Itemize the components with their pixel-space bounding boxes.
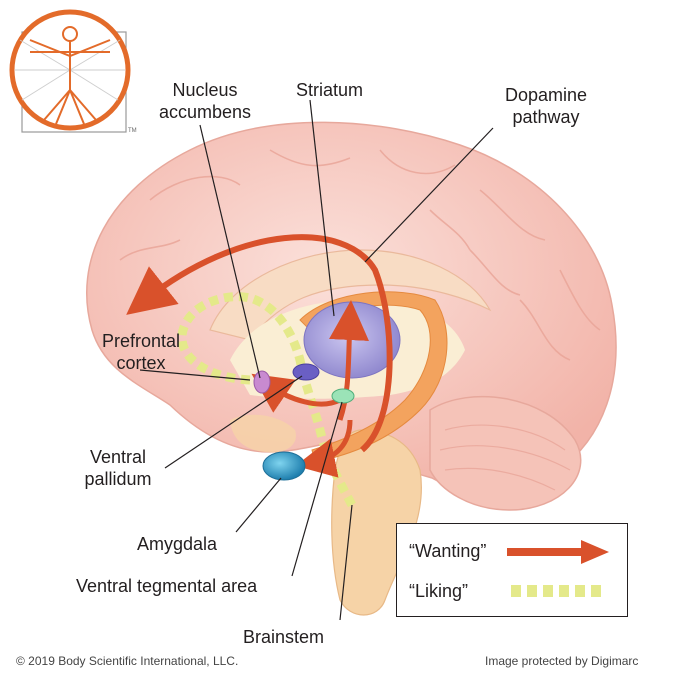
liking-pathway: [177, 292, 356, 508]
legend-wanting-label: “Wanting”: [409, 541, 487, 561]
nucleus-accumbens-shape: [253, 370, 271, 394]
leader-lines: [139, 99, 494, 621]
ventral-tegmental-shape: [331, 388, 355, 404]
label-ventral-tegmental-area: Ventral tegmental area: [76, 576, 258, 596]
label-line: Prefrontal: [101, 331, 181, 351]
cerebellum: [429, 395, 582, 511]
label-striatum: Striatum: [296, 80, 364, 100]
label-line: cortex: [116, 353, 166, 373]
label-line: Dopamine: [504, 85, 588, 105]
label-line: pallidum: [84, 469, 152, 489]
copyright-text: © 2019 Body Scientific International, LL…: [16, 654, 239, 668]
label-ventral-pallidum: Ventral pallidum: [66, 446, 170, 490]
label-prefrontal-cortex: Prefrontal cortex: [88, 330, 194, 374]
label-line: Nucleus: [172, 80, 238, 100]
amygdala-shape: [262, 451, 306, 481]
image-protection-text: Image protected by Digimarc: [485, 654, 639, 668]
vitruvian-figure-icon: [29, 26, 111, 125]
wanting-arrow-to-amygdala: [295, 419, 353, 478]
ventral-pallidum-shape: [292, 363, 320, 381]
logo-trademark: TM: [128, 128, 137, 134]
corpus-callosum: [209, 249, 492, 341]
logo: TM: [9, 9, 137, 134]
wanting-arrow-icon: [507, 540, 609, 564]
gyri-folds: [119, 149, 601, 361]
liking-dashes-icon: [511, 585, 603, 597]
label-nucleus-accumbens: Nucleus accumbens: [142, 79, 268, 123]
label-line: Ventral: [89, 447, 147, 467]
label-amygdala: Amygdala: [137, 534, 218, 554]
label-brainstem: Brainstem: [243, 627, 325, 647]
label-line: accumbens: [158, 102, 252, 122]
legend-liking-label: “Liking”: [409, 581, 469, 601]
legend: “Wanting” “Liking”: [396, 523, 628, 617]
wanting-arrow-to-prefrontal: [126, 234, 393, 453]
wanting-arrow-to-striatum: [329, 300, 369, 421]
wanting-arrow-to-nucleus: [251, 373, 342, 413]
label-dopamine-pathway: Dopamine pathway: [488, 84, 604, 128]
label-line: pathway: [512, 107, 580, 127]
